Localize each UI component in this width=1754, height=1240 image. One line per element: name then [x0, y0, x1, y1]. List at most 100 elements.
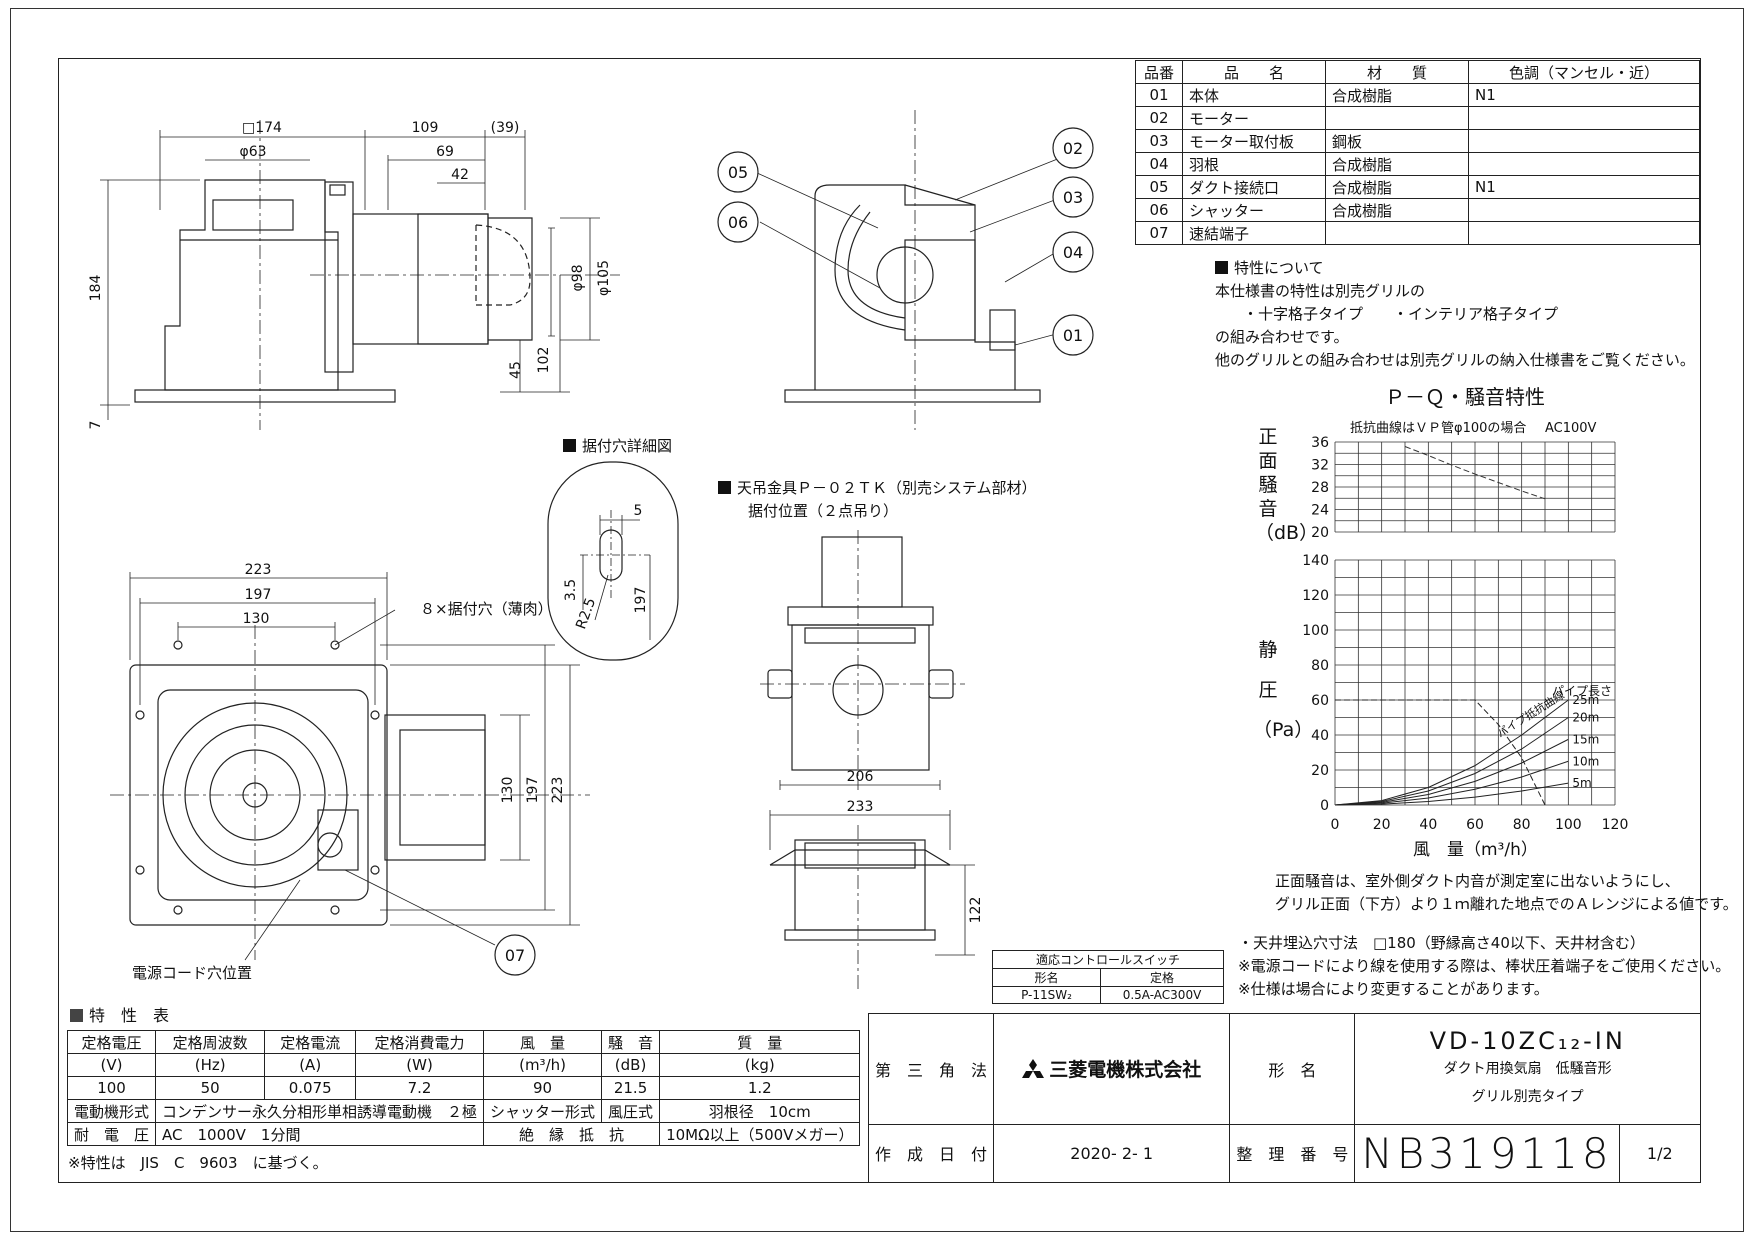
parts-cell-color — [1468, 198, 1700, 222]
dim-side-1: φ63 — [239, 144, 266, 160]
spec-headers-cell: 質 量 — [659, 1030, 861, 1054]
insulation-label: 絶 縁 抵 抗 — [483, 1122, 661, 1146]
pq-series-label: 10m — [1572, 754, 1599, 768]
motor-value: コンデンサー永久分相形単相誘導電動機 ２極 — [155, 1099, 485, 1123]
date-label: 作 成 日 付 — [867, 1123, 995, 1184]
title-block: 第 三 角 法 三菱電機株式会社 形 名 VD-10ZC₁₂-IN ダクト用換気… — [867, 1013, 1702, 1184]
noise-ytick: 32 — [1311, 458, 1329, 474]
motor-label: 電動機形式 — [66, 1099, 157, 1123]
dim-detail-3: 197 — [633, 587, 649, 614]
spec-units-cell: (m³/h) — [483, 1053, 603, 1077]
install-note-line: ※仕様は場合により変更することがあります。 — [1238, 980, 1549, 998]
dim-detail-1: 3.5 — [563, 579, 579, 601]
chart-notes: 正面騒音は、室外側ダクト内音が測定室に出ないようにし、 グリル正面（下方）より１… — [1275, 870, 1738, 916]
pq-xtick: 60 — [1466, 817, 1484, 833]
dim-bottom-0: 223 — [245, 562, 272, 578]
drawing-frame — [58, 58, 1701, 1183]
parts-cell-name: ダクト接続口 — [1182, 175, 1326, 199]
mount-hole-detail — [547, 461, 679, 661]
parts-cell-color: N1 — [1468, 175, 1700, 199]
model-cell: VD-10ZC₁₂-IN ダクト用換気扇 低騒音形 グリル別売タイプ — [1354, 1013, 1701, 1125]
install-notes: ・天井埋込穴寸法 □180（野縁高さ40以下、天井材含む） ※電源コードにより線… — [1238, 932, 1730, 1001]
characteristics-line: 本仕様書の特性は別売グリルの — [1215, 282, 1426, 300]
withstand-value: AC 1000V 1分間 — [155, 1122, 485, 1146]
dim-bottom-1: 197 — [245, 587, 272, 603]
parts-cell-color — [1468, 129, 1700, 153]
mount-holes-label: ８×据付穴（薄肉） — [420, 600, 553, 618]
parts-cell-name: 羽根 — [1182, 152, 1326, 176]
dim-hanger-2: 122 — [968, 897, 984, 924]
model-number: VD-10ZC₁₂-IN — [1429, 1026, 1626, 1055]
dim-hanger-1: 233 — [847, 799, 874, 815]
pq-ytick: 20 — [1311, 763, 1329, 779]
characteristics-line: 他のグリルとの組み合わせは別売グリルの納入仕様書をご覧ください。 — [1215, 351, 1695, 369]
model-label: 形 名 — [1229, 1013, 1356, 1125]
parts-header-no: 品番 — [1135, 60, 1183, 84]
pq-resistance-curve — [1334, 760, 1569, 806]
spec-values-cell: 100 — [66, 1076, 157, 1100]
dim-side-0: □174 — [242, 120, 282, 136]
callout-07: 07 — [505, 946, 525, 965]
spec-table: 定格電圧定格周波数定格電流定格消費電力風 量騒 音質 量 (V)(Hz)(A)(… — [66, 1030, 861, 1146]
pq-ytick: 60 — [1311, 693, 1329, 709]
chart-title: Ｐ－Ｑ・騒音特性 — [1385, 385, 1545, 409]
spec-headers-cell: 騒 音 — [601, 1030, 661, 1054]
parts-cell-name: シャッター — [1182, 198, 1326, 222]
pq-series-label: 15m — [1572, 732, 1599, 746]
pq-resistance-curve — [1334, 717, 1569, 806]
spec-headers-cell: 定格電流 — [264, 1030, 357, 1054]
spec-units-cell: (kg) — [659, 1053, 861, 1077]
parts-cell-material: 鋼板 — [1325, 129, 1469, 153]
blade-cell: 羽根径 10cm — [659, 1099, 861, 1123]
control-switch-h-model: 形名 — [992, 968, 1101, 987]
parts-cell-no: 06 — [1135, 198, 1183, 222]
characteristics-line: の組み合わせです。 — [1215, 328, 1349, 346]
pq-ytick: 120 — [1302, 588, 1329, 604]
detail-title: 据付穴詳細図 — [563, 435, 672, 458]
noise-annotation-voltage: AC100V — [1545, 421, 1597, 436]
bottom-view — [110, 572, 590, 961]
control-switch-model: P-11SW₂ — [992, 986, 1101, 1004]
pq-xtick: 40 — [1419, 817, 1437, 833]
spec-values-cell: 7.2 — [355, 1076, 485, 1100]
hanger-subtitle: 据付位置（２点吊り） — [748, 502, 899, 520]
dim-hanger-0: 206 — [847, 769, 874, 785]
dim-bottom-5: 223 — [550, 777, 566, 804]
insulation-value: 10MΩ以上（500Vメガー） — [659, 1122, 861, 1146]
callout-02: 02 — [1063, 139, 1083, 158]
noise-annotation: 抵抗曲線はＶＰ管φ100の場合 — [1350, 421, 1527, 436]
parts-cell-no: 04 — [1135, 152, 1183, 176]
mitsubishi-logo-icon — [1022, 1059, 1045, 1079]
spec-units-cell: (dB) — [601, 1053, 661, 1077]
spec-headers-cell: 風 量 — [483, 1030, 603, 1054]
pq-series-label: 20m — [1572, 711, 1599, 725]
dim-side-5: 42 — [451, 167, 469, 183]
withstand-label: 耐 電 圧 — [66, 1122, 157, 1146]
noise-ytick: 20 — [1311, 525, 1329, 541]
ref-number: NB319118 — [1354, 1123, 1620, 1184]
spec-units-cell: (V) — [66, 1053, 157, 1077]
spec-values-cell: 50 — [155, 1076, 266, 1100]
cross-section-view — [754, 110, 1061, 430]
spec-values-cell: 90 — [483, 1076, 603, 1100]
parts-cell-color — [1468, 221, 1700, 245]
parts-cell-material: 合成樹脂 — [1325, 198, 1469, 222]
hanger-view — [760, 530, 975, 990]
noise-series-line — [1404, 446, 1546, 500]
dim-side-2: 109 — [412, 120, 439, 136]
pq-ytick: 0 — [1320, 798, 1329, 814]
pq-fan-curve — [1335, 699, 1546, 806]
callout-03: 03 — [1063, 188, 1083, 207]
noise-ylabel: 正面騒音（dB） — [1255, 426, 1319, 544]
pq-resistance-curve — [1334, 699, 1569, 806]
spec-units-cell: (A) — [264, 1053, 357, 1077]
pq-ylabel: 静 圧（Pa） — [1253, 639, 1314, 741]
dim-side-11: 7 — [88, 421, 104, 430]
